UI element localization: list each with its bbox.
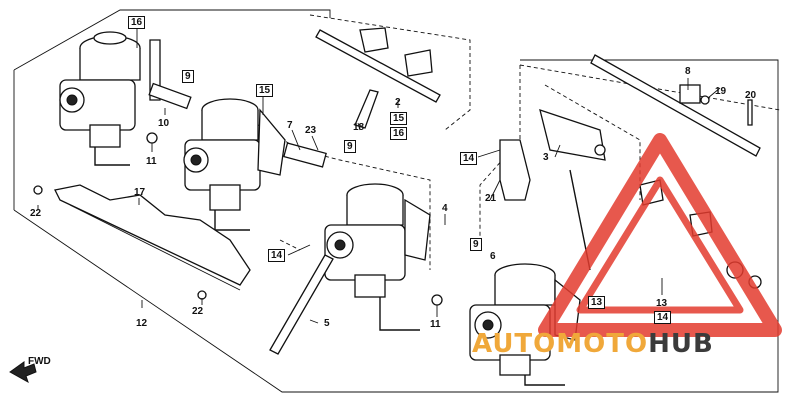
part-label-l6: 6 bbox=[490, 251, 496, 262]
watermark-part-c: HUB bbox=[648, 329, 714, 359]
part-label-l13a: 13 bbox=[588, 296, 606, 309]
part-label-l16a: 16 bbox=[128, 16, 146, 29]
part-label-l14b: 14 bbox=[268, 249, 286, 262]
leader-lines bbox=[37, 26, 753, 324]
part-label-l10: 10 bbox=[158, 118, 170, 129]
part-label-l13b: 13 bbox=[656, 298, 668, 309]
part-label-l23: 23 bbox=[305, 125, 317, 136]
part-label-l15: 15 bbox=[256, 84, 274, 97]
part-label-l7: 7 bbox=[287, 120, 293, 131]
part-label-l11b: 11 bbox=[430, 319, 441, 330]
part-label-l16b: 16 bbox=[390, 127, 408, 140]
part-label-l8: 8 bbox=[685, 66, 691, 77]
carburetor-2 bbox=[183, 98, 327, 231]
part-label-l22a: 22 bbox=[30, 208, 42, 219]
part-label-l11a: 11 bbox=[146, 156, 157, 167]
part-label-l17: 17 bbox=[134, 187, 146, 198]
part-label-l12: 12 bbox=[136, 318, 148, 329]
linkage-rods bbox=[269, 29, 761, 355]
part-label-l19: 19 bbox=[715, 86, 727, 97]
part-label-l14c: 14 bbox=[654, 311, 672, 324]
watermark-part-a: AUTO bbox=[472, 329, 557, 359]
part-label-l3: 3 bbox=[543, 152, 549, 163]
part-label-l21: 21 bbox=[485, 193, 497, 204]
carburetor-1 bbox=[59, 31, 192, 166]
forward-arrow-icon bbox=[9, 361, 37, 384]
part-label-l9b: 9 bbox=[344, 140, 356, 153]
bracket-right bbox=[499, 109, 606, 271]
part-label-l18: 18 bbox=[353, 122, 365, 133]
forward-label: FWD bbox=[28, 356, 51, 367]
part-label-l20: 20 bbox=[745, 90, 757, 101]
watermark-part-b: MOTO bbox=[556, 329, 649, 359]
part-label-l9a: 9 bbox=[182, 70, 194, 83]
watermark-text: AUTOMOTOHUB bbox=[472, 330, 714, 358]
diagram-frame bbox=[13, 9, 779, 393]
part-label-l5: 5 bbox=[324, 318, 330, 329]
intake-bar bbox=[54, 184, 251, 291]
carburetor-3 bbox=[324, 183, 431, 331]
part-label-l22b: 22 bbox=[192, 306, 204, 317]
part-label-l9c: 9 bbox=[470, 238, 482, 251]
part-label-l15b: 15 bbox=[390, 112, 408, 125]
part-label-l4: 4 bbox=[442, 203, 448, 214]
part-label-l14a: 14 bbox=[460, 152, 478, 165]
part-label-l2: 2 bbox=[395, 97, 401, 108]
watermark-logo-icon bbox=[538, 133, 782, 337]
